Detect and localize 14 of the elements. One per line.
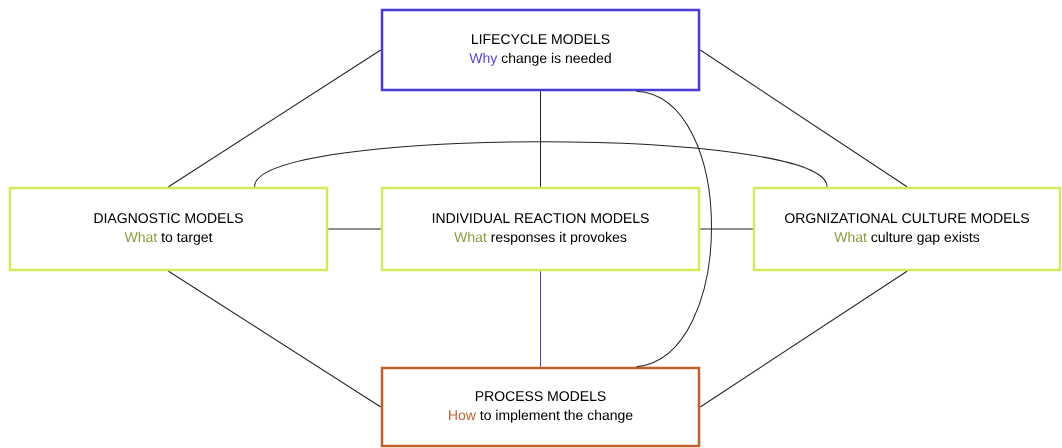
model-box: PROCESS MODELS How to implement the change	[380, 366, 701, 448]
model-box: DIAGNOSTIC MODELS What to target	[8, 186, 329, 272]
connector-line	[699, 228, 754, 230]
connector-line	[699, 270, 908, 408]
connector-line	[168, 49, 382, 188]
connector-line	[540, 270, 541, 368]
connector-line	[327, 228, 382, 230]
model-box: LIFECYCLE MODELS Why change is needed	[380, 8, 701, 92]
connector-line	[168, 270, 382, 408]
connector-line	[540, 90, 541, 188]
connector-line	[699, 49, 908, 188]
model-box: ORGNIZATIONAL CULTURE MODELS What culture gap exists	[752, 186, 1062, 272]
connector-line	[636, 90, 712, 368]
model-box: INDIVIDUAL REACTION MODELS What responses it provokes	[380, 186, 701, 272]
